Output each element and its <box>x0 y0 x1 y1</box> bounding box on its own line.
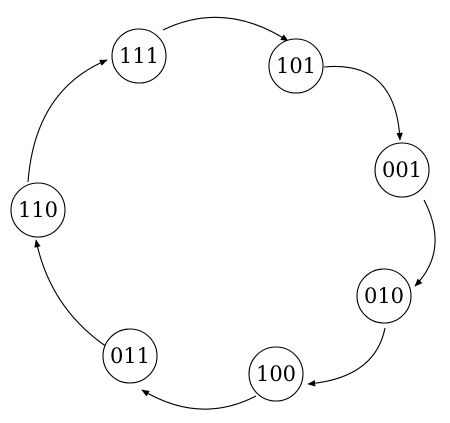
node-100: 100 <box>248 346 304 402</box>
node-001: 001 <box>374 142 430 198</box>
node-011: 011 <box>102 328 158 384</box>
edge-111-101 <box>162 16 289 42</box>
node-label: 100 <box>256 362 296 386</box>
edge-011-110 <box>34 239 108 348</box>
node-110: 110 <box>10 182 66 238</box>
edge-010-100 <box>307 327 386 387</box>
node-label: 111 <box>119 44 159 68</box>
node-111: 111 <box>111 28 167 84</box>
edge-001-010 <box>414 199 436 287</box>
node-label: 001 <box>382 158 422 182</box>
node-label: 110 <box>18 198 58 222</box>
node-label: 101 <box>276 54 316 78</box>
edge-100-011 <box>141 389 257 410</box>
edge-101-001 <box>323 65 403 141</box>
node-010: 010 <box>356 268 412 324</box>
node-label: 010 <box>364 284 404 308</box>
node-label: 011 <box>110 344 150 368</box>
node-101: 101 <box>268 38 324 94</box>
edge-110-111 <box>27 59 108 183</box>
